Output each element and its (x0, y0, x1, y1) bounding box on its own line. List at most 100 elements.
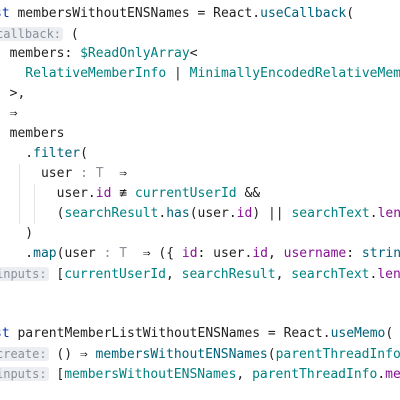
indent-guide (19, 164, 20, 224)
code-token: ( (80, 146, 88, 161)
indent-guide (34, 184, 35, 224)
code-token: , (236, 367, 253, 382)
code-line[interactable]: user.id ≢ currentUserId && (0, 184, 261, 204)
code-line[interactable]: ) (0, 224, 33, 244)
code-token: st (0, 326, 10, 341)
code-token: searchText (291, 206, 370, 221)
code-token: RelativeMemberInfo (0, 66, 167, 81)
code-token: , (275, 267, 292, 282)
code-token: ⇒ (111, 166, 128, 181)
code-token: filter (33, 146, 81, 161)
code-token: ⇒ (9, 106, 18, 121)
code-token: searchResult (181, 267, 276, 282)
code-token: id (181, 246, 198, 261)
code-token: useMemo (330, 326, 386, 341)
code-token: = (189, 6, 214, 21)
code-token: ( (385, 326, 394, 341)
code-token: ⇒ ({ (134, 246, 182, 261)
code-token: . (322, 326, 331, 341)
code-token: . (87, 186, 96, 201)
code-token: members (385, 367, 400, 382)
code-token: length (377, 206, 400, 221)
code-token: username (283, 246, 347, 261)
code-token: ≢ (111, 186, 135, 201)
code-token: ( (63, 27, 79, 42)
code-token: < (189, 46, 198, 61)
code-token: parentThreadInfo (275, 347, 400, 362)
code-token: = (260, 326, 284, 341)
code-token: searchResult (64, 206, 159, 221)
code-token: id (95, 186, 112, 201)
code-token: membersWithoutENSNames (64, 367, 237, 382)
code-token: (user. (189, 206, 237, 221)
code-line[interactable]: inputs: [currentUserId, searchResult, se… (0, 264, 400, 284)
code-token: stringForUse (361, 246, 400, 261)
code-token: MinimallyEncodedRelativeMemberInfo (189, 66, 400, 81)
type-hint: : T (72, 166, 112, 181)
code-token: has (166, 206, 190, 221)
code-token: members (0, 126, 65, 141)
code-token: currentUserId (64, 267, 166, 282)
code-token: React (283, 326, 323, 341)
parameter-hint: create: (0, 347, 49, 361)
code-line[interactable]: create: () ⇒ membersWithoutENSNames(pare… (0, 344, 400, 364)
code-token: . (158, 206, 167, 221)
code-token: ) (25, 226, 34, 241)
parameter-hint: callback: (0, 27, 64, 41)
code-token: st (0, 6, 10, 21)
parameter-hint: inputs: (0, 367, 49, 381)
code-token: length (377, 267, 400, 282)
code-token: user (0, 186, 88, 201)
code-token: map (33, 246, 57, 261)
code-line[interactable]: (searchResult.has(user.id) || searchText… (0, 204, 400, 224)
code-token: (user (56, 246, 96, 261)
code-token: . (25, 246, 34, 261)
code-token: , (165, 267, 182, 282)
code-token: () ⇒ (48, 347, 96, 362)
code-token: parentThreadInfo (252, 367, 378, 382)
code-token: React (213, 6, 253, 21)
code-token: . (377, 367, 386, 382)
code-token: ) || (252, 206, 292, 221)
code-line[interactable]: .filter( (0, 144, 88, 164)
type-hint: : T (95, 246, 135, 261)
code-token: . (25, 146, 34, 161)
code-token: : user. (197, 246, 253, 261)
code-token: id (236, 206, 253, 221)
code-line[interactable]: user : T ⇒ (0, 164, 127, 184)
code-token: && (236, 186, 261, 201)
code-token: . (252, 6, 261, 21)
code-line[interactable]: members (0, 124, 65, 144)
code-line[interactable]: inputs: [membersWithoutENSNames, parentT… (0, 364, 400, 384)
parameter-hint: inputs: (0, 267, 49, 281)
code-token: ( (0, 206, 65, 221)
code-line[interactable]: RelativeMemberInfo | MinimallyEncodedRel… (0, 64, 400, 84)
code-line[interactable]: st parentMemberListWithoutENSNames = Rea… (0, 324, 393, 344)
code-token: currentUserId (134, 186, 237, 201)
code-token: | (166, 66, 190, 81)
code-token: user (0, 166, 73, 181)
code-token: $ReadOnlyArray (80, 46, 190, 61)
code-token: membersWithoutENSNames (95, 347, 268, 362)
code-token: [ (48, 267, 65, 282)
code-token: useCallback (260, 6, 347, 21)
code-line[interactable]: st membersWithoutENSNames = React.useCal… (0, 4, 354, 24)
code-line[interactable]: callback: ( (0, 24, 79, 44)
code-token: searchText (291, 267, 370, 282)
code-line[interactable]: members: $ReadOnlyArray< (0, 44, 198, 64)
code-line[interactable]: >, (0, 84, 26, 104)
code-token: id (252, 246, 268, 261)
code-token: , (267, 246, 284, 261)
code-token: . (369, 206, 378, 221)
code-line[interactable]: ⇒ (0, 104, 18, 124)
code-token: membersWithoutENSNames (9, 6, 190, 21)
code-token: parentMemberListWithoutENSNames (9, 326, 261, 341)
code-token: members (0, 46, 65, 61)
code-token: . (369, 267, 378, 282)
code-token: : (64, 46, 81, 61)
code-token: ( (346, 6, 355, 21)
code-line[interactable]: .map(user : T ⇒ ({ id: user.id, username… (0, 244, 400, 264)
code-token: ( (267, 347, 276, 362)
code-token: [ (48, 367, 65, 382)
